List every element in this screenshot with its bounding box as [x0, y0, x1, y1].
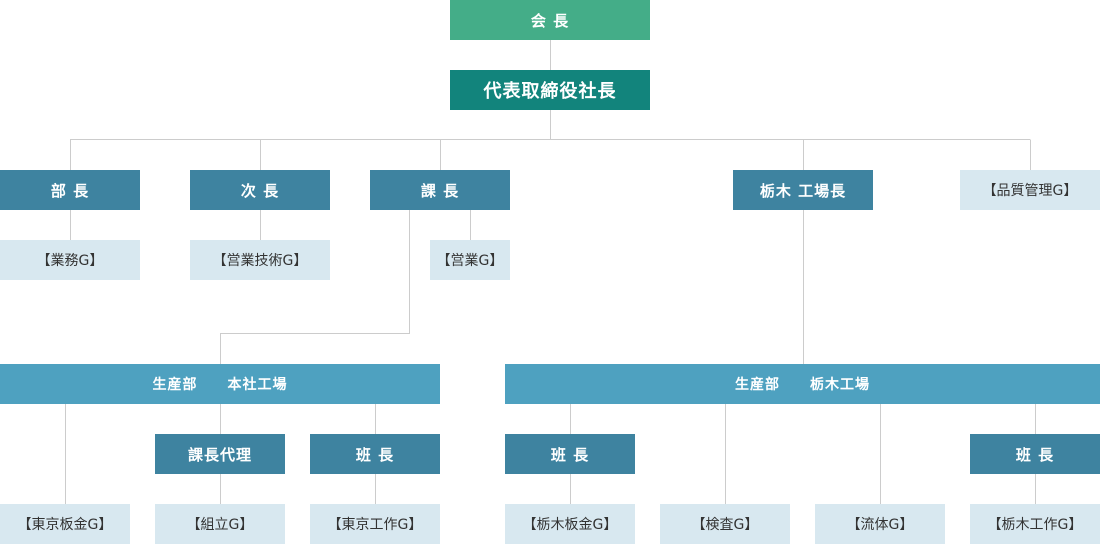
tokyo-sheet-metal-group-box: 【東京板金G】	[0, 504, 130, 544]
president-box: 代表取締役社長	[450, 70, 650, 110]
kacho-box: 課 長	[370, 170, 510, 210]
tochigi-team-leader-2-box: 班 長	[970, 434, 1100, 474]
tochigi-sheet-metal-group-box: 【栃木板金G】	[505, 504, 635, 544]
honsha-team-leader-box: 班 長	[310, 434, 440, 474]
quality-group-box: 【品質管理G】	[960, 170, 1100, 210]
chairman-box: 会 長	[450, 0, 650, 40]
honsha-division-box: 生産部 本社工場	[0, 364, 440, 404]
tochigi-fabrication-group-box: 【栃木工作G】	[970, 504, 1100, 544]
jicho-box: 次 長	[190, 170, 330, 210]
assembly-group-box: 【組立G】	[155, 504, 285, 544]
tochigi-plant-manager-box: 栃木 工場長	[733, 170, 873, 210]
business-group-box: 【業務G】	[0, 240, 140, 280]
tokyo-fabrication-group-box: 【東京工作G】	[310, 504, 440, 544]
inspection-group-box: 【検査G】	[660, 504, 790, 544]
fluid-group-box: 【流体G】	[815, 504, 945, 544]
deputy-section-chief-box: 課長代理	[155, 434, 285, 474]
bucho-box: 部 長	[0, 170, 140, 210]
tochigi-division-box: 生産部 栃木工場	[505, 364, 1100, 404]
sales-group-box: 【営業G】	[430, 240, 510, 280]
tochigi-team-leader-1-box: 班 長	[505, 434, 635, 474]
sales-tech-group-box: 【営業技術G】	[190, 240, 330, 280]
